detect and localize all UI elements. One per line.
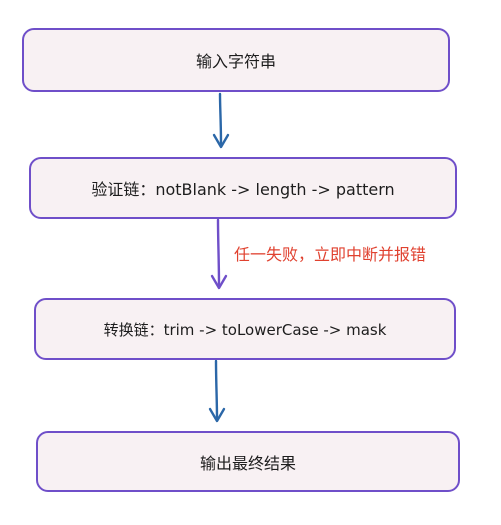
- node-output-result: 输出最终结果: [36, 431, 460, 492]
- arrow-head-3: [208, 407, 226, 423]
- node-validation-chain-label: 验证链：notBlank -> length -> pattern: [91, 180, 395, 199]
- arrow-head-1: [212, 133, 230, 149]
- node-transform-chain-label: 转换链：trim -> toLowerCase -> mask: [103, 320, 387, 339]
- node-output-result-label: 输出最终结果: [199, 453, 296, 473]
- arrow-input-to-validate: [218, 92, 223, 147]
- arrow-transform-to-output: [214, 359, 219, 421]
- edge-label-fail-interrupt: 任一失败，立即中断并报错: [234, 245, 427, 264]
- node-transform-chain: 转换链：trim -> toLowerCase -> mask: [34, 298, 456, 360]
- node-input-string-label: 输入字符串: [195, 52, 276, 71]
- node-validation-chain: 验证链：notBlank -> length -> pattern: [29, 157, 457, 219]
- node-input-string: 输入字符串: [22, 28, 450, 92]
- arrow-head-2: [210, 274, 228, 290]
- arrow-validate-to-transform: [216, 218, 221, 288]
